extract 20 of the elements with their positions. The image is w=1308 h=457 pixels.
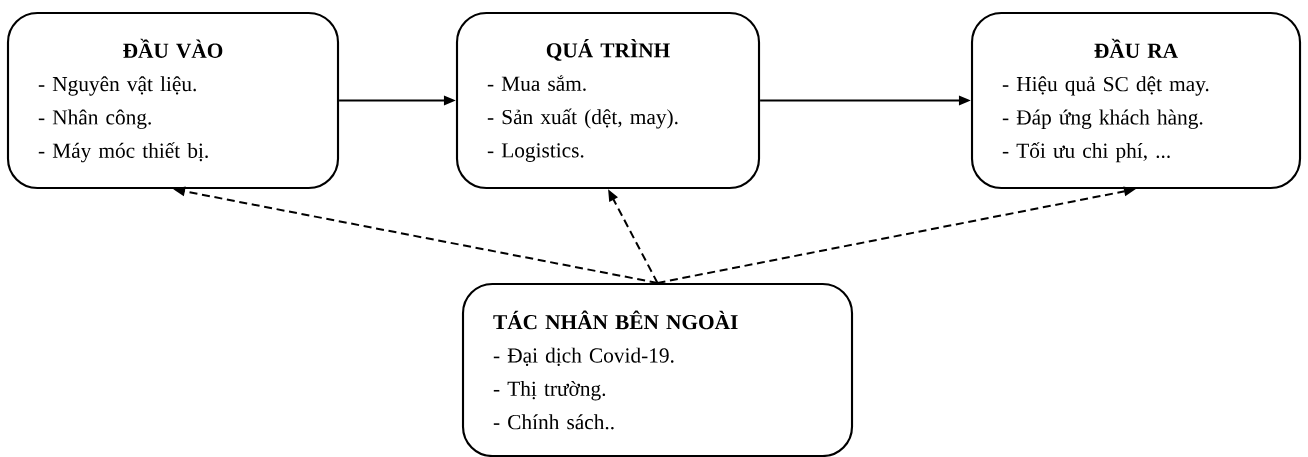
list-item: - Sản xuất (dệt, may).	[487, 108, 678, 129]
list-item: - Logistics.	[487, 143, 584, 162]
box-heading: ĐẦU VÀO	[123, 38, 223, 58]
box-heading: TÁC NHÂN BÊN NGOÀI	[493, 310, 738, 330]
list-item: - Đại dịch Covid-19.	[493, 347, 674, 366]
box-heading: ĐẦU RA	[1094, 38, 1178, 58]
process-box	[970, 11, 1302, 190]
list-item: - Chính sách..	[493, 414, 614, 430]
list-item: - Mua sắm.	[487, 75, 586, 91]
list-item: - Nhân công.	[38, 109, 151, 129]
box-heading: QUÁ TRÌNH	[546, 39, 670, 61]
process-box	[6, 11, 340, 190]
list-item: - Đáp ứng khách hàng.	[1002, 109, 1203, 129]
list-item: - Tối ưu chi phí, ...	[1002, 142, 1170, 163]
list-item: - Hiệu quả SC dệt may.	[1002, 76, 1209, 96]
process-box	[461, 282, 854, 457]
list-item: - Máy móc thiết bị.	[38, 142, 208, 163]
list-item: - Nguyên vật liệu.	[38, 76, 196, 96]
process-box	[455, 11, 761, 190]
list-item: - Thị trường.	[493, 380, 606, 401]
